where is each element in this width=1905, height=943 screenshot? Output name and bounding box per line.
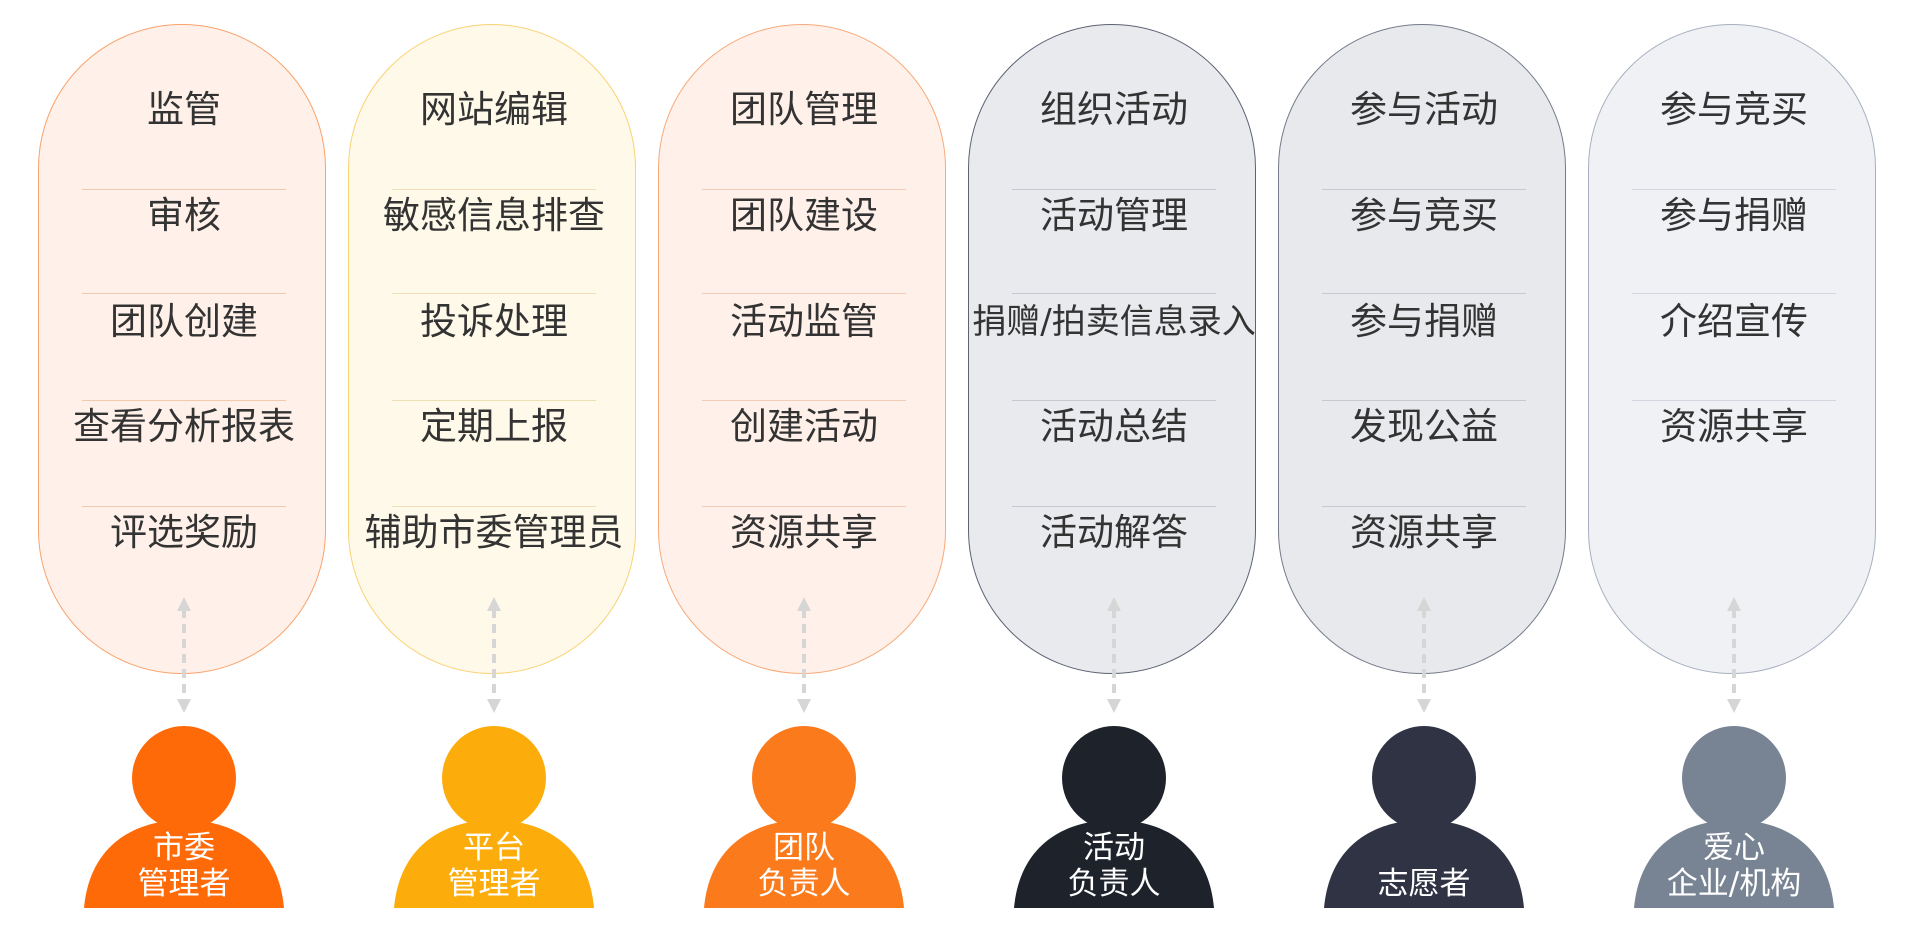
item-divider bbox=[392, 293, 596, 294]
responsibility-item: 资源共享 bbox=[730, 511, 878, 554]
item-divider bbox=[702, 506, 906, 507]
responsibility-item: 监管 bbox=[147, 88, 221, 131]
responsibility-item: 活动监管 bbox=[730, 300, 878, 343]
responsibility-item: 资源共享 bbox=[1660, 405, 1808, 448]
person-icon bbox=[394, 726, 594, 908]
item-divider bbox=[392, 400, 596, 401]
responsibility-item: 网站编辑 bbox=[420, 88, 568, 131]
role-label-line: 管理者 bbox=[447, 866, 541, 902]
item-divider bbox=[1322, 293, 1526, 294]
item-divider bbox=[1632, 293, 1836, 294]
item-divider bbox=[702, 189, 906, 190]
dashed-double-arrow-icon bbox=[797, 597, 811, 713]
responsibility-item: 参与捐赠 bbox=[1350, 300, 1498, 343]
role-label-line: 负责人 bbox=[1067, 866, 1161, 902]
responsibility-item: 参与竞买 bbox=[1350, 194, 1498, 237]
person-icon bbox=[704, 726, 904, 908]
role-label-line: 活动 bbox=[1083, 830, 1145, 866]
responsibility-item: 团队建设 bbox=[730, 194, 878, 237]
item-divider bbox=[702, 293, 906, 294]
responsibility-capsule bbox=[1278, 24, 1566, 674]
responsibility-item: 评选奖励 bbox=[110, 511, 258, 554]
role-label-line: 平台 bbox=[463, 830, 525, 866]
item-divider bbox=[1012, 506, 1216, 507]
role-column-platform-admin: 网站编辑敏感信息排查投诉处理定期上报辅助市委管理员平台管理者 bbox=[348, 0, 640, 943]
role-column-activity-lead: 组织活动活动管理捐赠/拍卖信息录入活动总结活动解答活动负责人 bbox=[968, 0, 1260, 943]
responsibility-item: 团队管理 bbox=[730, 88, 878, 131]
role-label-line: 管理者 bbox=[137, 866, 231, 902]
dashed-double-arrow-icon bbox=[1107, 597, 1121, 713]
role-label-line: 市委 bbox=[153, 830, 215, 866]
role-label: 平台管理者 bbox=[394, 830, 594, 902]
responsibility-item: 发现公益 bbox=[1350, 405, 1498, 448]
responsibility-item: 参与竞买 bbox=[1660, 88, 1808, 131]
responsibility-item: 投诉处理 bbox=[420, 300, 568, 343]
role-label: 爱心企业/机构 bbox=[1634, 830, 1834, 902]
responsibility-item: 审核 bbox=[147, 194, 221, 237]
role-label-line: 负责人 bbox=[757, 866, 851, 902]
person-icon bbox=[84, 726, 284, 908]
item-divider bbox=[1632, 189, 1836, 190]
item-divider bbox=[1012, 293, 1216, 294]
responsibility-item: 活动解答 bbox=[1040, 511, 1188, 554]
responsibility-item: 活动管理 bbox=[1040, 194, 1188, 237]
responsibility-item: 组织活动 bbox=[1040, 88, 1188, 131]
item-divider bbox=[702, 400, 906, 401]
role-column-team-lead: 团队管理团队建设活动监管创建活动资源共享团队负责人 bbox=[658, 0, 950, 943]
role-label-line: 企业/机构 bbox=[1666, 866, 1802, 902]
role-label: 市委管理者 bbox=[84, 830, 284, 902]
responsibility-item: 定期上报 bbox=[420, 405, 568, 448]
item-divider bbox=[82, 189, 286, 190]
role-label-line: 志愿者 bbox=[1377, 866, 1471, 902]
role-column-volunteer: 参与活动参与竞买参与捐赠发现公益资源共享志愿者 bbox=[1278, 0, 1570, 943]
person-icon bbox=[1014, 726, 1214, 908]
responsibility-item: 活动总结 bbox=[1040, 405, 1188, 448]
role-label: 活动负责人 bbox=[1014, 830, 1214, 902]
responsibility-item: 查看分析报表 bbox=[73, 405, 295, 448]
dashed-double-arrow-icon bbox=[487, 597, 501, 713]
person-icon bbox=[1324, 726, 1524, 908]
responsibility-item: 敏感信息排查 bbox=[383, 194, 605, 237]
role-label: 团队负责人 bbox=[704, 830, 904, 902]
role-label: 志愿者 bbox=[1324, 866, 1524, 902]
role-label-line: 团队 bbox=[773, 830, 835, 866]
item-divider bbox=[1012, 189, 1216, 190]
item-divider bbox=[82, 400, 286, 401]
responsibility-item: 捐赠/拍卖信息录入 bbox=[972, 302, 1256, 342]
responsibility-item: 资源共享 bbox=[1350, 511, 1498, 554]
responsibility-capsule bbox=[1588, 24, 1876, 674]
responsibility-capsule bbox=[38, 24, 326, 674]
responsibility-item: 辅助市委管理员 bbox=[364, 511, 624, 554]
responsibility-item: 创建活动 bbox=[730, 405, 878, 448]
item-divider bbox=[392, 506, 596, 507]
role-column-city-admin: 监管审核团队创建查看分析报表评选奖励市委管理者 bbox=[38, 0, 330, 943]
role-label-line: 爱心 bbox=[1703, 830, 1765, 866]
responsibility-item: 参与活动 bbox=[1350, 88, 1498, 131]
person-icon bbox=[1634, 726, 1834, 908]
item-divider bbox=[1322, 506, 1526, 507]
item-divider bbox=[1632, 400, 1836, 401]
item-divider bbox=[392, 189, 596, 190]
responsibility-capsule bbox=[968, 24, 1256, 674]
responsibility-capsule bbox=[348, 24, 636, 674]
responsibility-item: 介绍宣传 bbox=[1660, 300, 1808, 343]
dashed-double-arrow-icon bbox=[1727, 597, 1741, 713]
responsibility-item: 团队创建 bbox=[110, 300, 258, 343]
item-divider bbox=[82, 293, 286, 294]
dashed-double-arrow-icon bbox=[177, 597, 191, 713]
item-divider bbox=[82, 506, 286, 507]
item-divider bbox=[1012, 400, 1216, 401]
item-divider bbox=[1322, 400, 1526, 401]
dashed-double-arrow-icon bbox=[1417, 597, 1431, 713]
role-column-charity-org: 参与竞买参与捐赠介绍宣传资源共享爱心企业/机构 bbox=[1588, 0, 1880, 943]
responsibility-item: 参与捐赠 bbox=[1660, 194, 1808, 237]
item-divider bbox=[1322, 189, 1526, 190]
responsibility-capsule bbox=[658, 24, 946, 674]
